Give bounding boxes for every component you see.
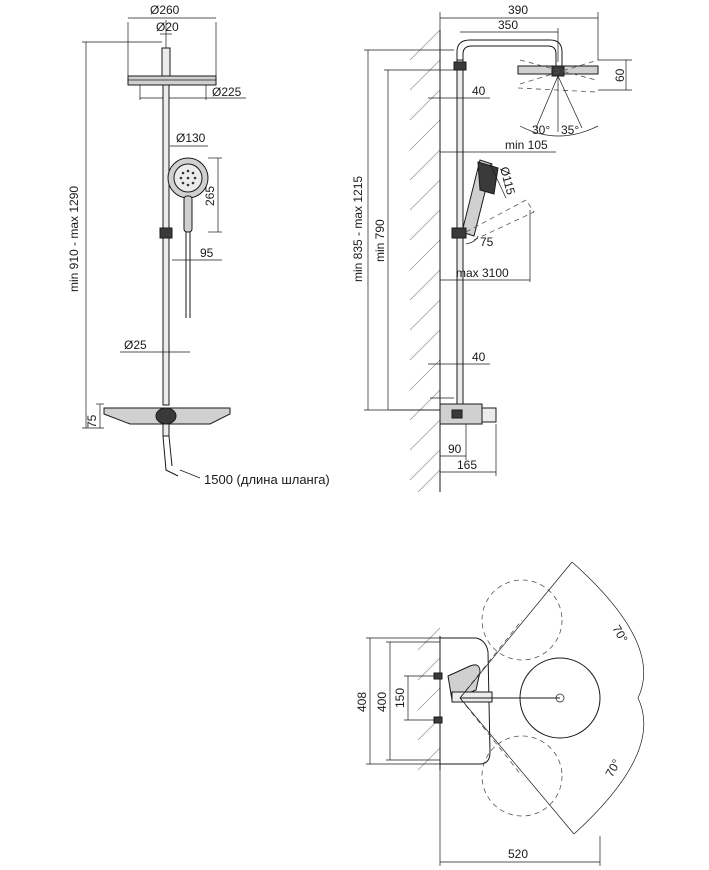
top-shower-head bbox=[519, 657, 601, 739]
dim-height-range: min 910 - max 1290 bbox=[67, 186, 81, 292]
dim-mixer-depth: 90 bbox=[448, 442, 462, 456]
dim-min-height: min 790 bbox=[373, 219, 387, 262]
dim-swing-angle-top: 70° bbox=[609, 623, 630, 646]
dim-top-clearance: 40 bbox=[472, 84, 486, 98]
dim-head-outer-diameter: Ø260 bbox=[150, 3, 180, 17]
front-main-pipe bbox=[162, 84, 170, 406]
dim-swing-width: 520 bbox=[508, 847, 528, 861]
dim-holder-offset: 95 bbox=[200, 246, 214, 260]
dim-outer-range: min 835 - max 1215 bbox=[351, 176, 365, 282]
front-view: Ø260 Ø20 Ø225 Ø130 265 95 bbox=[67, 3, 330, 487]
dim-total-reach: 390 bbox=[508, 3, 528, 17]
dim-holder-angle: 75 bbox=[480, 235, 494, 249]
top-view: 70° 70° 408 400 150 520 bbox=[355, 561, 645, 866]
dim-min-reach: min 105 bbox=[505, 138, 548, 152]
dim-total-depth: 408 bbox=[355, 692, 369, 712]
side-wall-hatch bbox=[409, 29, 441, 493]
dim-swing-angle-bottom: 70° bbox=[602, 757, 623, 780]
dim-arm-diameter: Ø20 bbox=[156, 20, 179, 34]
top-mount-lower bbox=[433, 716, 443, 724]
side-shower-arm bbox=[456, 39, 563, 66]
dim-head-height: 60 bbox=[613, 68, 627, 82]
front-arm-connector bbox=[161, 47, 171, 77]
dim-hand-shower-diameter-side: Ø115 bbox=[497, 165, 518, 196]
dim-mixer-total-depth: 165 bbox=[457, 458, 477, 472]
dim-body-depth: 400 bbox=[375, 692, 389, 712]
top-mixer bbox=[447, 664, 481, 701]
front-mixer-body bbox=[155, 407, 177, 425]
dim-mount-spacing: 150 bbox=[393, 688, 407, 708]
dim-bottom-clearance: 40 bbox=[472, 350, 486, 364]
top-wall-hatch bbox=[417, 627, 441, 771]
dim-mixer-height: 75 bbox=[85, 414, 99, 428]
front-hand-shower-handle bbox=[183, 195, 193, 233]
front-shower-head bbox=[127, 75, 217, 86]
side-holder bbox=[451, 227, 467, 239]
dim-hand-shower-length: 265 bbox=[203, 186, 217, 206]
dim-max-spread: max 3100 bbox=[456, 266, 509, 280]
top-swing-arc bbox=[571, 561, 645, 835]
side-view: 30° 35° 390 350 60 40 min 105 Ø115 75 bbox=[351, 3, 632, 493]
dim-hand-shower-diameter: Ø130 bbox=[176, 131, 206, 145]
front-holder bbox=[159, 227, 173, 239]
dim-tilt-right: 35° bbox=[561, 123, 579, 137]
dim-arm-reach: 350 bbox=[498, 18, 518, 32]
dim-pipe-diameter: Ø25 bbox=[124, 338, 147, 352]
front-hose bbox=[162, 435, 179, 477]
front-hand-shower-nozzles bbox=[179, 169, 197, 187]
top-swing-ghost-upper bbox=[481, 579, 563, 661]
label-hose-length: 1500 (длина шланга) bbox=[204, 472, 330, 487]
dim-tilt-left: 30° bbox=[532, 123, 550, 137]
top-mount-upper bbox=[433, 672, 443, 680]
dim-head-inner-diameter: Ø225 bbox=[212, 85, 242, 99]
top-swing-ghost-lower bbox=[481, 735, 563, 817]
